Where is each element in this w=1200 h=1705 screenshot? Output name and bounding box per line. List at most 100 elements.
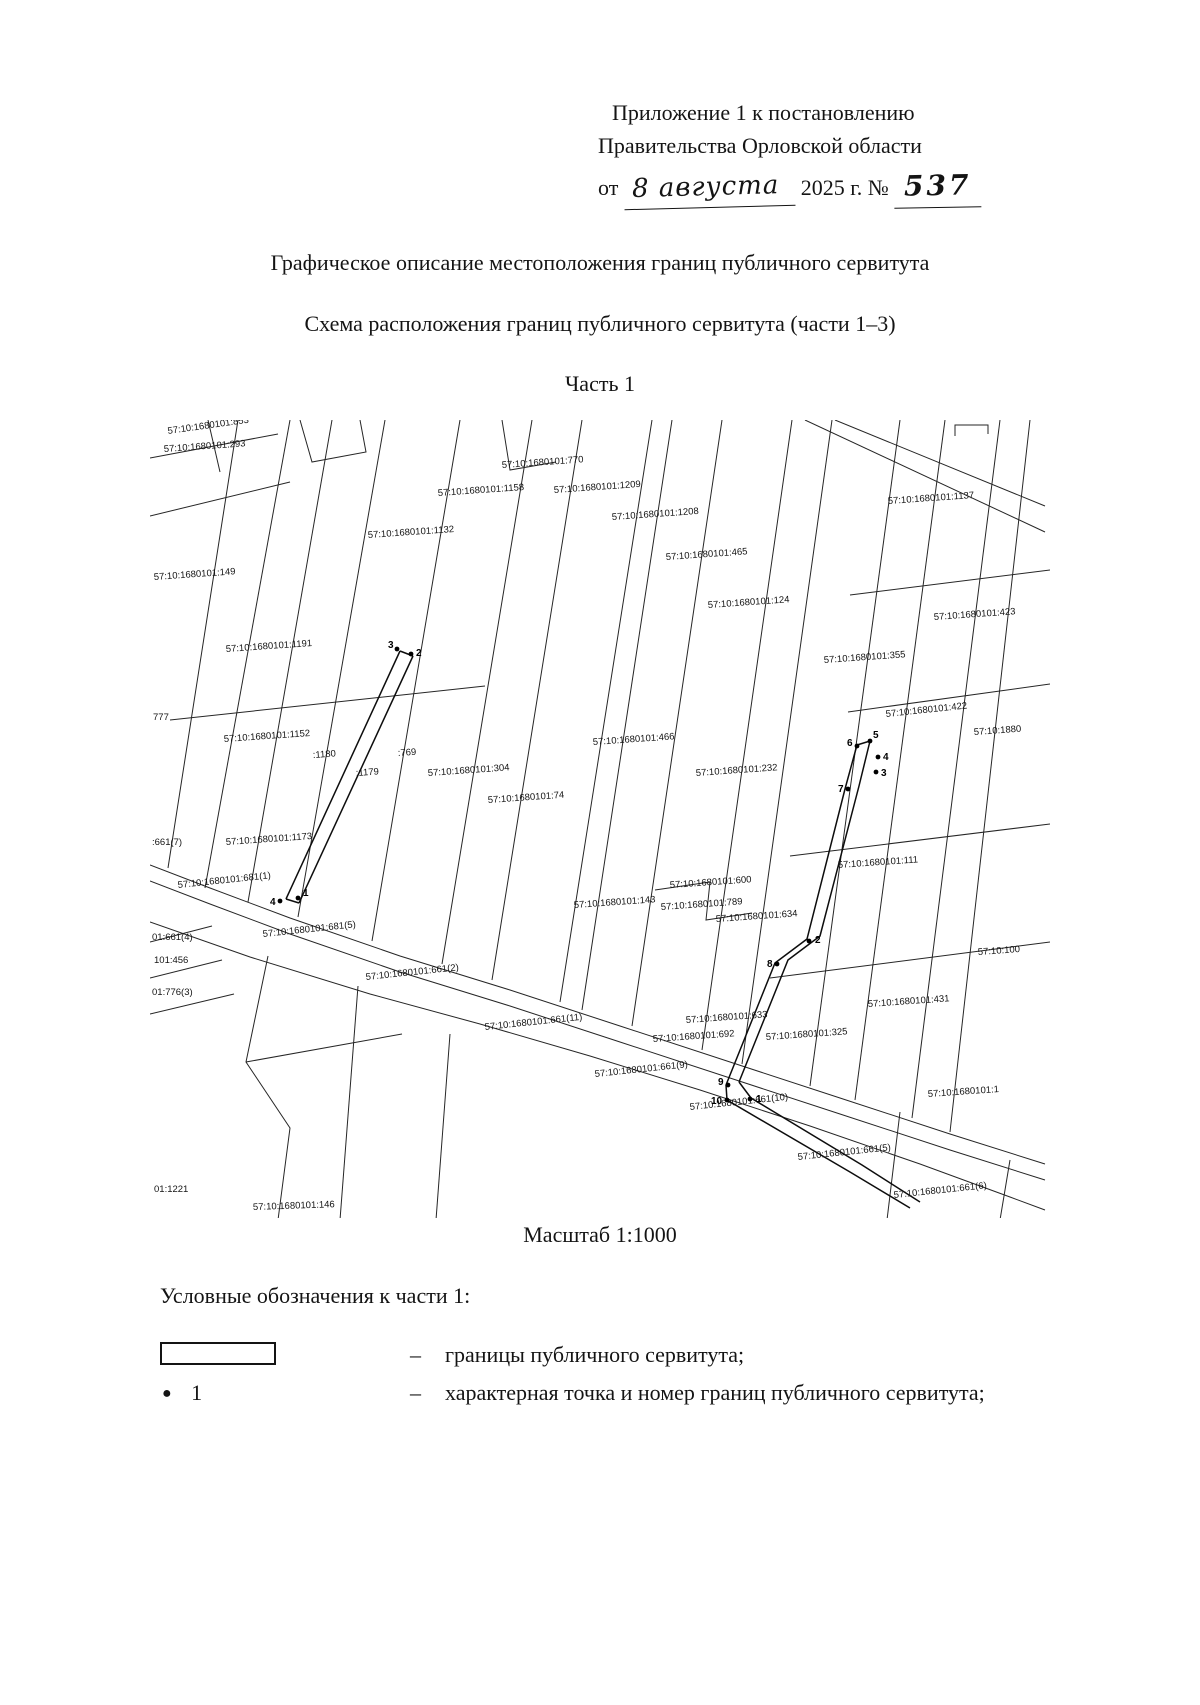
parcel-label: 57:10:1680101:770	[501, 454, 583, 471]
parcel-label: 01:661(4)	[152, 932, 193, 943]
parcel-label: 01:776(3)	[152, 987, 193, 998]
servitude-boundaries	[285, 650, 921, 1209]
point-number-label: 1	[303, 888, 309, 899]
parcel-label: 57:10:1680101:1173	[225, 831, 312, 848]
parcel-boundary-line	[245, 1033, 403, 1063]
parcel-boundary-line	[441, 420, 533, 965]
parcel-boundary-line	[150, 481, 291, 517]
parcel-label: 57:10:1680101:1132	[367, 524, 454, 541]
parcel-label: :1180	[312, 748, 336, 761]
servitude-boundary-line	[285, 650, 401, 900]
parcel-boundary-line	[339, 985, 359, 1218]
characteristic-point-symbol: ● 1	[162, 1378, 202, 1409]
parcel-label: 57:10:1680101:74	[487, 790, 564, 806]
parcel-boundary-line	[150, 921, 1046, 1211]
parcel-label: 57:10:1680101:1	[927, 1084, 999, 1100]
appendix-header: Приложение 1 к постановлению Правительст…	[598, 96, 983, 211]
parcel-boundary-line	[245, 955, 291, 1218]
parcel-label: :661(7)	[152, 837, 182, 848]
characteristic-point	[725, 1082, 731, 1088]
parcel-boundary-line	[150, 959, 223, 979]
appendix-line2: Правительства Орловской области	[598, 133, 922, 158]
parcel-label: 57:10:1680101:692	[652, 1028, 734, 1045]
servitude-boundary-line	[738, 1081, 921, 1203]
parcel-label: 57:10:1680101:1191	[225, 638, 312, 655]
characteristic-point	[845, 786, 851, 792]
parcel-label: 57:10:1680101:355	[823, 649, 905, 666]
parcel-label: 57:10:1680101:293	[163, 438, 245, 455]
parcel-label: 57:10:1680101:146	[253, 1199, 335, 1213]
parcel-label: 57:10:1880	[973, 724, 1021, 738]
characteristic-point	[854, 743, 860, 749]
document-title: Графическое описание местоположения гран…	[270, 250, 930, 275]
parcel-label: 57:10:1680101:633	[685, 1009, 767, 1026]
legend-dash: –	[410, 1380, 421, 1405]
parcel-boundary-line	[769, 941, 1050, 979]
parcel-label: 57:10:1680101:304	[427, 762, 509, 779]
parcel-boundary-line	[167, 420, 239, 869]
parcel-label: :769	[397, 747, 416, 759]
parcel-boundaries	[150, 420, 1050, 1218]
parcel-boundary-line	[207, 420, 221, 473]
handwritten-doc-number: 537	[893, 164, 983, 209]
parcel-boundary-line	[631, 420, 723, 1027]
parcel-boundary-line	[559, 420, 653, 1003]
parcel-boundary-line	[911, 420, 1001, 1119]
parcel-boundary-line	[169, 685, 486, 721]
parcel-boundary-line	[581, 420, 673, 1011]
parcel-label: 57:10:1680101:600	[669, 874, 751, 891]
parcel-boundary-line	[247, 420, 333, 903]
characteristic-point	[295, 895, 301, 901]
servitude-boundary-line	[285, 898, 300, 904]
parcel-boundary-line	[297, 420, 386, 918]
parcel-boundary-line	[150, 925, 213, 943]
parcel-boundary-line	[654, 881, 753, 921]
point-number-label: 6	[847, 738, 853, 749]
point-dot-icon: ●	[162, 1385, 172, 1402]
servitude-boundary-line	[738, 740, 871, 1083]
date-middle: 2025 г. №	[800, 175, 889, 200]
parcel-label: 57:10:1680101:661(11)	[484, 1012, 583, 1033]
point-number-label: 5	[873, 730, 879, 741]
parcel-label: 57:10:1680101:661(6)	[893, 1180, 987, 1201]
parcel-label: 101:456	[154, 955, 188, 966]
legend-boundary-label: границы публичного сервитута;	[445, 1342, 745, 1367]
characteristic-point	[875, 754, 881, 760]
parcel-label: 57:10:1680101:661(10)	[689, 1092, 788, 1113]
parcel-label: 57:10:1680101:1137	[887, 490, 974, 507]
parcel-label: 57:10:1680101:1209	[553, 479, 641, 496]
characteristic-point	[774, 961, 780, 967]
legend-point-label: характерная точка и номер границ публичн…	[445, 1380, 985, 1405]
characteristic-point	[873, 769, 879, 775]
parcel-label: 57:10:1680101:143	[573, 894, 655, 911]
parcel-label: 57:10:1680101:681(1)	[177, 870, 271, 891]
parcel-label: 57:10:1680101:422	[885, 700, 968, 719]
parcel-boundary-line	[954, 424, 989, 436]
point-number-label: 4	[270, 897, 276, 908]
parcel-label: 57:10:1680101:661(5)	[797, 1142, 891, 1163]
parcel-label: 01:1221	[154, 1184, 188, 1195]
point-number-label: 10	[711, 1096, 723, 1107]
parcel-label: 57:10:1680101:681(5)	[262, 919, 356, 940]
parcel-boundary-line	[741, 420, 833, 1065]
parcel-label: 57:10:1680101:466	[592, 731, 674, 748]
parcel-boundary-line	[804, 420, 1046, 533]
parcel-label: 57:10:1680101:1208	[611, 506, 699, 523]
appendix-line1: Приложение 1 к постановлению	[612, 100, 915, 125]
characteristic-point	[408, 651, 414, 657]
characteristic-point	[724, 1097, 730, 1103]
legend-dash: –	[410, 1342, 421, 1367]
characteristic-point	[867, 738, 873, 744]
servitude-boundary-symbol	[160, 1342, 276, 1365]
parcel-label: 57:10:1680101:232	[695, 762, 777, 779]
parcel-label: :1179	[355, 766, 379, 779]
point-number-label: 8	[767, 959, 773, 970]
servitude-boundary-line	[725, 1084, 911, 1209]
date-line: от 8 августа 2025 г. № 537	[598, 164, 983, 211]
parcel-boundary-line	[847, 683, 1050, 713]
scale-label: Масштаб 1:1000	[523, 1222, 677, 1247]
servitude-boundary-line	[298, 655, 414, 904]
parcel-boundary-line	[701, 420, 793, 1051]
